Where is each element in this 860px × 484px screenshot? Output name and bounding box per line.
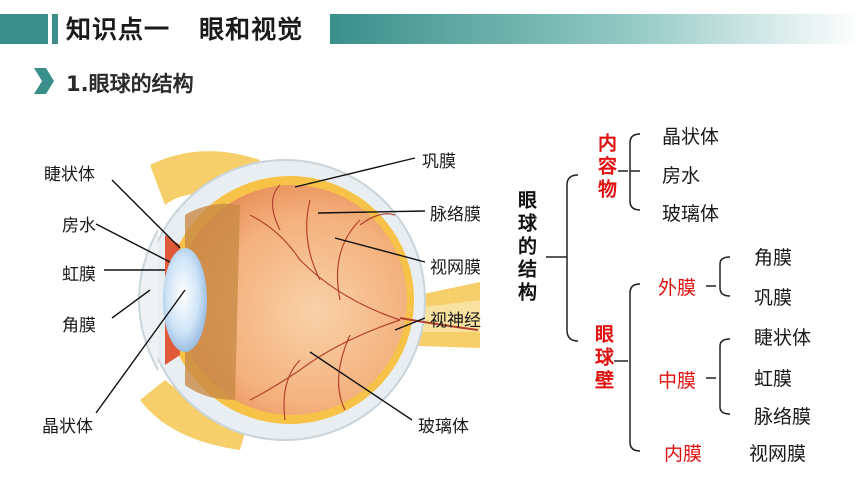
wall-inner-label: 内膜 bbox=[664, 443, 703, 465]
label-lens: 晶状体 bbox=[42, 417, 93, 437]
middle-item-choroid: 脉络膜 bbox=[754, 406, 812, 428]
contents-item-lens: 晶状体 bbox=[662, 126, 720, 148]
section-chevron-icon bbox=[34, 68, 54, 94]
header-decor bbox=[0, 14, 860, 44]
label-vitreous: 玻璃体 bbox=[418, 417, 469, 437]
wall-middle-label: 中膜 bbox=[658, 370, 697, 392]
label-iris: 虹膜 bbox=[62, 265, 96, 285]
label-optic-nerve: 视神经 bbox=[430, 311, 481, 331]
label-aqueous: 房水 bbox=[62, 216, 96, 236]
page-title: 知识点一 眼和视觉 bbox=[66, 15, 304, 44]
label-sclera: 巩膜 bbox=[422, 152, 456, 172]
wall-outer-label: 外膜 bbox=[658, 277, 697, 299]
inner-item-retina: 视网膜 bbox=[749, 443, 807, 465]
outer-item-cornea: 角膜 bbox=[754, 247, 793, 269]
section-title: 1.眼球的结构 bbox=[66, 72, 194, 96]
label-retina: 视网膜 bbox=[430, 258, 481, 278]
label-cornea: 角膜 bbox=[62, 316, 96, 336]
header-bar: 知识点一 眼和视觉 bbox=[0, 0, 860, 58]
label-choroid: 脉络膜 bbox=[430, 205, 481, 225]
tree-contents-label: 内容物 bbox=[595, 133, 617, 202]
label-ciliary: 睫状体 bbox=[44, 165, 95, 185]
tree-root: 眼球的结构 bbox=[515, 190, 537, 305]
tree-wall-label: 眼球壁 bbox=[592, 324, 614, 393]
contents-item-vitreous: 玻璃体 bbox=[662, 203, 720, 225]
middle-item-iris: 虹膜 bbox=[754, 368, 793, 390]
outer-item-sclera: 巩膜 bbox=[754, 287, 793, 309]
middle-item-ciliary: 睫状体 bbox=[754, 327, 812, 349]
contents-item-aqueous: 房水 bbox=[662, 165, 701, 187]
